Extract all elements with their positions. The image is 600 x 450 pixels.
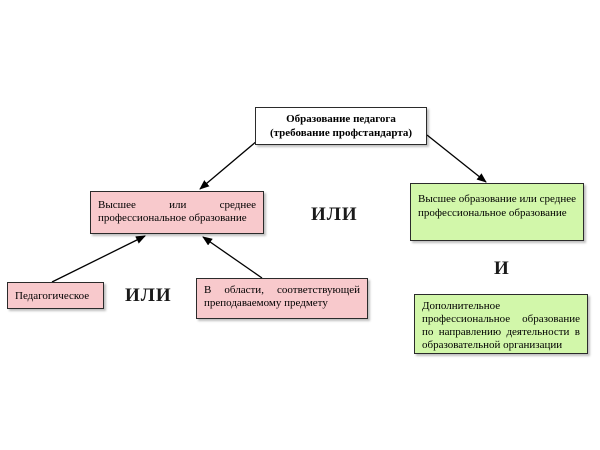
- pedagogical-text: Педагогическое: [15, 290, 90, 302]
- higher-or-secondary-right-node: Высшее образование или среднее профессио…: [410, 183, 584, 241]
- root-node: Образование педагога (требование профста…: [255, 107, 427, 145]
- higher-or-secondary-left-node: Высшее или среднее профессиональное обра…: [90, 191, 264, 234]
- higher-or-secondary-left-text: Высшее или среднее профессиональное обра…: [98, 199, 256, 224]
- connector-ili-bottom: ИЛИ: [125, 285, 172, 306]
- connector-ili-middle: ИЛИ: [311, 204, 358, 225]
- root-node-title: Образование педагога: [286, 113, 396, 125]
- subject-area-node: В области, соответствующей преподаваемом…: [196, 278, 368, 319]
- pedagogical-node: Педагогическое: [7, 282, 104, 309]
- higher-or-secondary-right-text: Высшее образование или среднее профессио…: [418, 193, 576, 219]
- arrow-subject-to-left: [202, 236, 263, 279]
- arrow-root-to-right: [426, 134, 487, 183]
- additional-education-text: Дополнительное профессиональное образова…: [422, 300, 580, 351]
- arrow-root-to-left: [199, 134, 265, 190]
- connector-i-right: И: [494, 258, 510, 279]
- additional-education-node: Дополнительное профессиональное образова…: [414, 294, 588, 354]
- subject-area-text: В области, соответствующей преподаваемом…: [204, 284, 360, 309]
- arrow-pedagogical-to-left: [51, 235, 146, 283]
- root-node-subtitle: (требование профстандарта): [269, 127, 413, 139]
